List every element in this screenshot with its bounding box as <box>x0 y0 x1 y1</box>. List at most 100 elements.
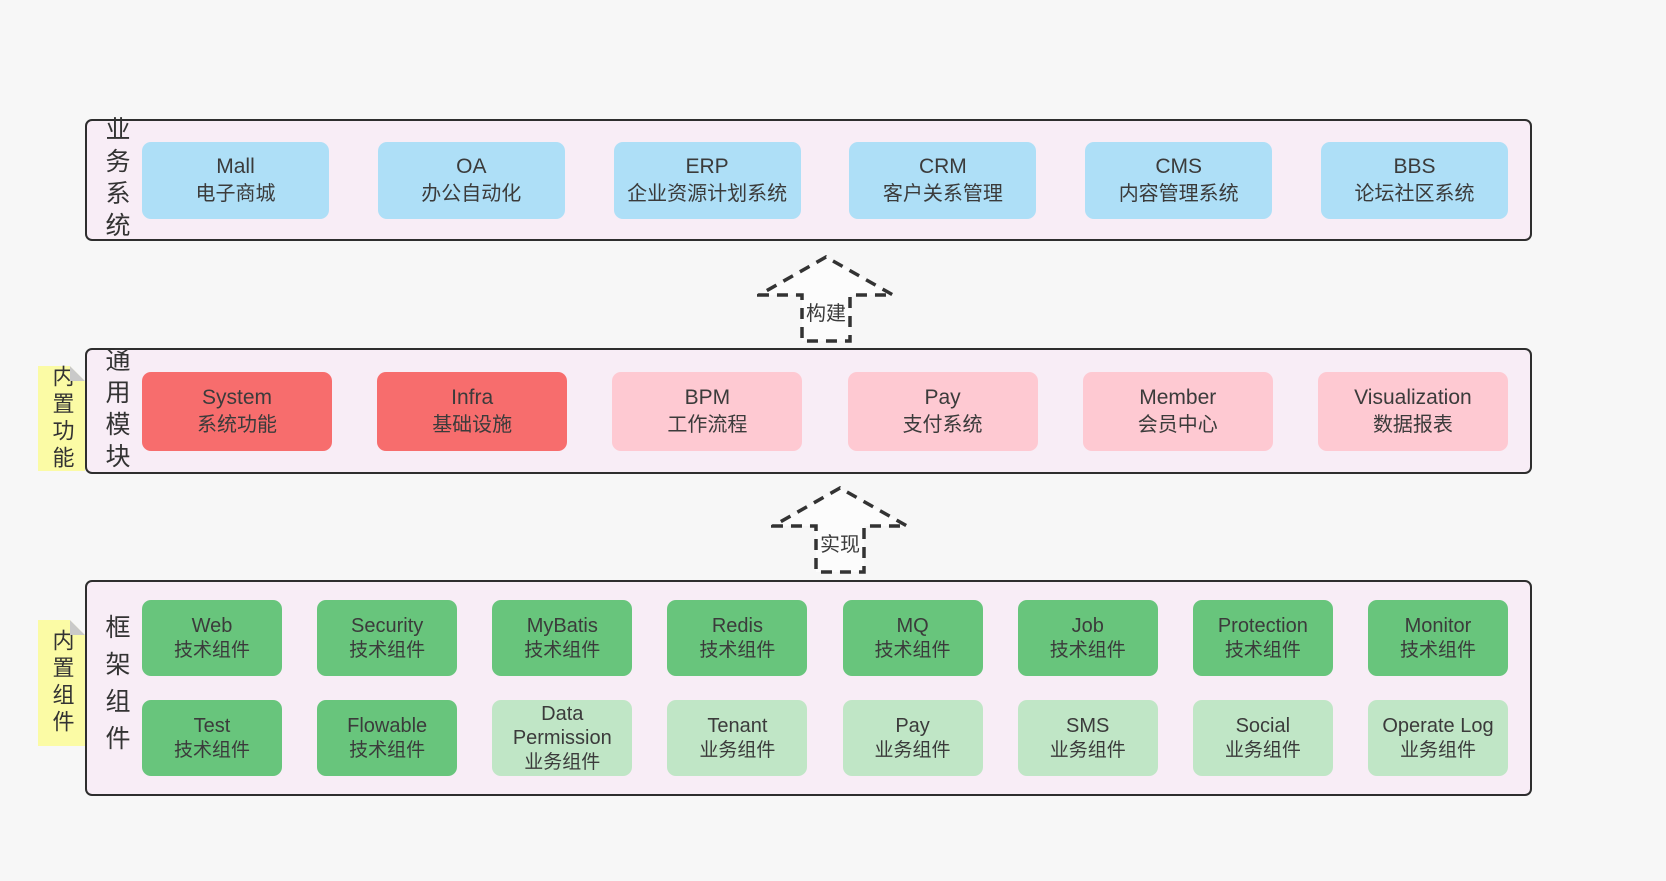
framework-row-2: Test 技术组件 Flowable 技术组件 Data Permission … <box>142 700 1508 776</box>
node-title: MQ <box>896 615 929 638</box>
node-bpm: BPM 工作流程 <box>612 371 803 451</box>
band-common-modules: 通用模块 System 系统功能 Infra 基础设施 BPM 工作流程 Pay… <box>85 347 1532 475</box>
node-cms: CMS 内容管理系统 <box>1085 141 1273 219</box>
node-mq: MQ 技术组件 <box>842 600 983 676</box>
node-title: Data Permission <box>512 703 612 750</box>
node-title: Social <box>1235 715 1291 738</box>
node-bbs: BBS 论坛社区系统 <box>1320 141 1508 219</box>
node-title: ERP <box>685 155 729 179</box>
node-subtitle: 业务组件 <box>1224 739 1301 761</box>
band-framework-components: 框架组件 Web 技术组件 Security 技术组件 MyBatis 技术组件… <box>85 580 1532 796</box>
node-title: Flowable <box>347 715 428 738</box>
sticky-note-builtin-components: 内置组件 <box>38 620 85 746</box>
node-subtitle: 电子商城 <box>195 182 276 205</box>
implement-arrow-label: 实现 <box>820 534 860 556</box>
node-title: Web <box>191 615 233 638</box>
node-subtitle: 技术组件 <box>349 739 426 761</box>
node-title: SMS <box>1066 715 1110 738</box>
node-social: Social 业务组件 <box>1192 700 1333 776</box>
node-subtitle: 技术组件 <box>1224 639 1301 661</box>
node-subtitle: 技术组件 <box>699 639 776 661</box>
node-subtitle: 业务组件 <box>874 739 951 761</box>
node-oa: OA 办公自动化 <box>377 141 565 219</box>
node-subtitle: 技术组件 <box>1049 639 1126 661</box>
node-subtitle: 论坛社区系统 <box>1354 182 1475 205</box>
node-title: Mall <box>216 155 255 179</box>
node-title: Member <box>1139 386 1217 410</box>
node-subtitle: 技术组件 <box>349 639 426 661</box>
implement-arrow: 实现 <box>771 486 909 574</box>
node-subtitle: 办公自动化 <box>421 182 522 205</box>
node-title: Pay <box>924 386 961 410</box>
node-subtitle: 技术组件 <box>173 639 250 661</box>
node-subtitle: 数据报表 <box>1372 413 1453 436</box>
node-visualization: Visualization 数据报表 <box>1317 371 1508 451</box>
node-subtitle: 工作流程 <box>667 413 748 436</box>
node-sms: SMS 业务组件 <box>1017 700 1158 776</box>
build-arrow: 构建 <box>757 255 895 343</box>
node-mybatis: MyBatis 技术组件 <box>492 600 633 676</box>
node-security: Security 技术组件 <box>317 600 458 676</box>
node-subtitle: 系统功能 <box>197 413 277 436</box>
node-subtitle: 会员中心 <box>1137 413 1218 436</box>
node-tenant: Tenant 业务组件 <box>667 700 808 776</box>
node-subtitle: 客户关系管理 <box>882 182 1003 205</box>
node-system: System 系统功能 <box>142 371 332 451</box>
node-title: Security <box>351 615 424 638</box>
node-title: OA <box>456 155 487 179</box>
node-web: Web 技术组件 <box>142 600 282 676</box>
node-pay-system: Pay 支付系统 <box>847 371 1038 451</box>
node-title: BBS <box>1393 155 1436 179</box>
sticky-note-label: 内置组件 <box>49 629 75 737</box>
node-test: Test 技术组件 <box>142 700 282 776</box>
band-modules-label: 通用模块 <box>102 347 130 475</box>
band-business-label: 业务系统 <box>102 116 130 244</box>
node-subtitle: 业务组件 <box>699 739 776 761</box>
node-subtitle: 技术组件 <box>1399 639 1476 661</box>
node-subtitle: 业务组件 <box>1399 739 1476 761</box>
node-subtitle: 支付系统 <box>902 413 983 436</box>
node-subtitle: 技术组件 <box>874 639 951 661</box>
band-business-systems: 业务系统 Mall 电子商城 OA 办公自动化 ERP 企业资源计划系统 CRM… <box>85 116 1532 244</box>
node-member: Member 会员中心 <box>1082 371 1273 451</box>
node-subtitle: 技术组件 <box>524 639 601 661</box>
node-title: Tenant <box>707 715 768 738</box>
node-subtitle: 业务组件 <box>524 751 601 773</box>
node-pay-component: Pay 业务组件 <box>842 700 983 776</box>
node-protection: Protection 技术组件 <box>1192 600 1333 676</box>
node-title: CMS <box>1155 155 1203 179</box>
node-mall: Mall 电子商城 <box>142 141 329 219</box>
node-title: Infra <box>451 386 494 410</box>
node-title: BPM <box>684 386 731 410</box>
node-title: Job <box>1071 615 1104 638</box>
note-fold-cut <box>70 366 85 381</box>
node-monitor: Monitor 技术组件 <box>1367 600 1508 676</box>
node-title: Protection <box>1217 615 1308 638</box>
sticky-note-label: 内置功能 <box>49 364 75 473</box>
node-subtitle: 内容管理系统 <box>1118 182 1239 205</box>
node-operate-log: Operate Log 业务组件 <box>1367 700 1508 776</box>
framework-row-1: Web 技术组件 Security 技术组件 MyBatis 技术组件 Redi… <box>142 600 1508 676</box>
node-title: CRM <box>918 155 967 179</box>
band-framework-label: 框架组件 <box>102 614 130 762</box>
framework-rows: Web 技术组件 Security 技术组件 MyBatis 技术组件 Redi… <box>142 600 1508 776</box>
node-title: Visualization <box>1354 386 1472 410</box>
node-job: Job 技术组件 <box>1017 600 1158 676</box>
node-subtitle: 业务组件 <box>1049 739 1126 761</box>
node-title: System <box>201 386 272 410</box>
node-crm: CRM 客户关系管理 <box>849 141 1037 219</box>
node-title: Redis <box>711 615 763 638</box>
node-data-permission: Data Permission 业务组件 <box>492 700 633 776</box>
node-title: Pay <box>895 715 930 738</box>
node-flowable: Flowable 技术组件 <box>317 700 458 776</box>
node-title: Test <box>193 715 231 738</box>
node-redis: Redis 技术组件 <box>667 600 808 676</box>
node-title: Monitor <box>1404 615 1472 638</box>
node-infra: Infra 基础设施 <box>377 371 568 451</box>
node-title: MyBatis <box>526 615 598 638</box>
node-subtitle: 技术组件 <box>173 739 250 761</box>
build-arrow-label: 构建 <box>806 303 846 325</box>
note-fold-cut <box>70 620 85 635</box>
modules-box-row: System 系统功能 Infra 基础设施 BPM 工作流程 Pay 支付系统… <box>142 371 1508 451</box>
